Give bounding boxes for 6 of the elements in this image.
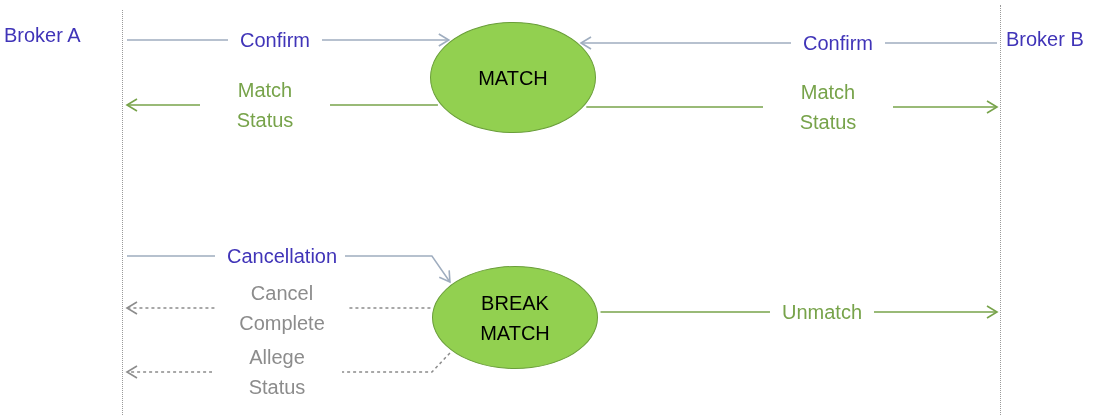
lifeline	[122, 10, 124, 415]
node-label: MATCH	[477, 65, 549, 91]
node-label: BREAK MATCH	[479, 290, 551, 346]
lifeline	[1000, 5, 1002, 415]
broker-label: Broker B	[1006, 24, 1108, 54]
broker-label: Broker A	[4, 20, 112, 50]
